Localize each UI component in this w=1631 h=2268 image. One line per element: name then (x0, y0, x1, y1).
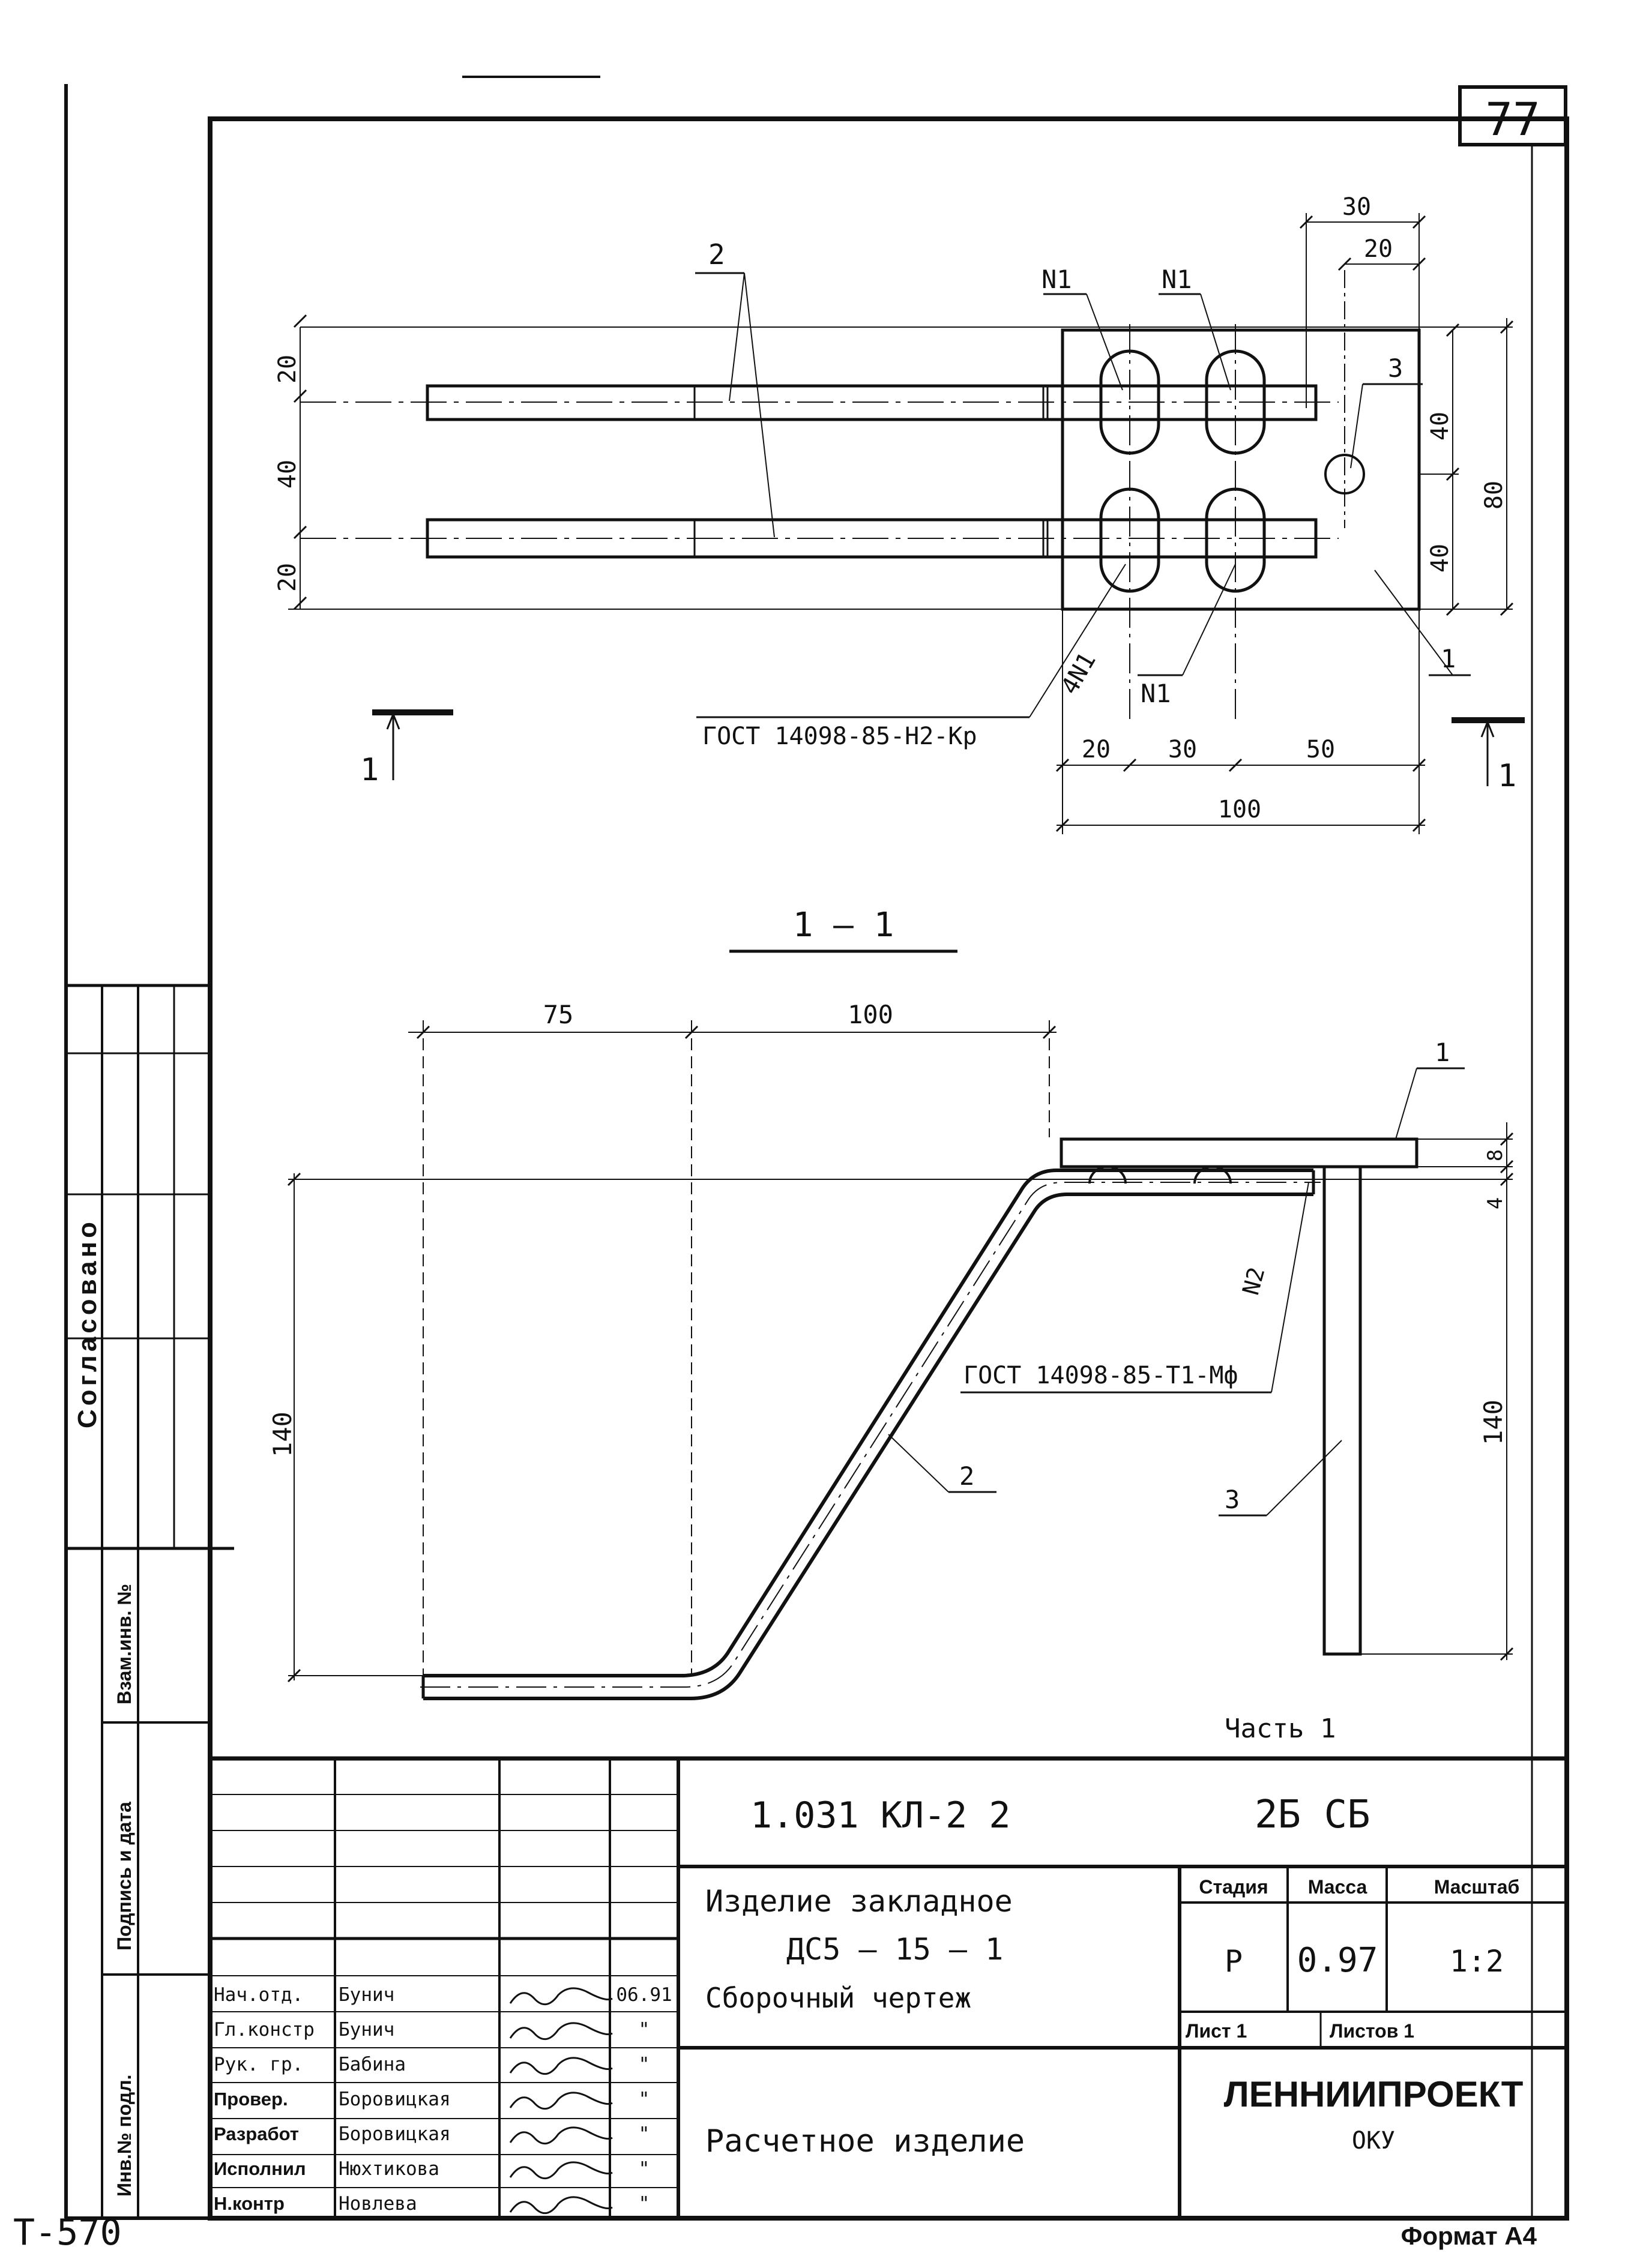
weld-spec-plan: ГОСТ 14098-85-Н2-Кр (702, 723, 977, 750)
signer-name: Бунич (339, 2019, 394, 2041)
signer-role: Рук. гр. (214, 2054, 303, 2075)
dim-20-top-small: 20 (1364, 235, 1393, 263)
plate-1-section (1060, 1137, 1418, 1169)
doc-suffix: 2Б СБ (1255, 1793, 1370, 1837)
dim-40-right-lower: 40 (1426, 544, 1454, 573)
signer-date: 06.91 (616, 1984, 672, 2006)
dim-100-section: 100 (848, 1000, 893, 1029)
signer-role: Исполнил (214, 2158, 306, 2179)
stage-label: Стадия (1199, 1876, 1268, 1898)
signer-date: " (639, 2158, 650, 2180)
signer-role: Н.контр (214, 2193, 285, 2214)
scale-label: Масштаб (1434, 1876, 1520, 1898)
dim-30-top: 30 (1342, 193, 1371, 221)
signer-role: Нач.отд. (214, 1984, 303, 2006)
dim-20-top: 20 (274, 355, 301, 384)
rod-3-section (1322, 1165, 1362, 1656)
signer-name: Бабина (339, 2054, 406, 2075)
signature-mark (509, 2161, 613, 2179)
dim-80-right: 80 (1480, 481, 1508, 510)
signer-name: Боровицкая (339, 2089, 451, 2110)
signer-date: " (639, 2019, 650, 2041)
dim-40-right-upper: 40 (1426, 412, 1454, 441)
side-strip: Согласовано Взам.инв. № Подпись и дата И… (64, 984, 234, 2220)
section-mark-right: 1 (1498, 758, 1516, 794)
signature-mark (509, 2092, 613, 2110)
dim-140-right: 140 (1479, 1400, 1508, 1445)
signer-role: Провер. (214, 2089, 288, 2110)
signer-role: Разработ (214, 2123, 299, 2144)
signer-name: Боровицкая (339, 2123, 451, 2145)
part-label: Часть 1 (1225, 1713, 1336, 1744)
mass-value: 0.97 (1297, 1941, 1378, 1980)
product-mark: ДС5 — 15 — 1 (786, 1932, 1003, 1967)
bar-2-bent-outer (423, 1169, 1313, 1677)
dim-50-bottom: 50 (1306, 736, 1335, 763)
signer-name: Бунич (339, 1984, 394, 2006)
signer-name: Новлева (339, 2193, 417, 2215)
sheets-label: Листов 1 (1330, 2020, 1414, 2042)
section-mark-left: 1 (360, 752, 379, 788)
replace-inv-label: Взам.инв. № (113, 1584, 135, 1704)
callout-pos-2-section: 2 (959, 1461, 974, 1491)
section-title: 1 — 1 (793, 906, 894, 945)
inv-orig-label: Инв.№ подл. (113, 2075, 135, 2197)
signer-date: " (639, 2054, 650, 2075)
dim-20-bottom: 20 (1082, 736, 1111, 763)
scale-value: 1:2 (1450, 1944, 1504, 1979)
dim-8: 8 (1483, 1149, 1507, 1161)
dim-75: 75 (543, 1000, 574, 1029)
signer-name: Нюхтикова (339, 2158, 439, 2180)
sheet-label: Лист 1 (1186, 2020, 1247, 2042)
plan-view: 20 40 20 30 20 40 40 80 (274, 193, 1525, 834)
signer-date: " (639, 2123, 650, 2145)
callout-n2: N2 (1237, 1265, 1270, 1298)
doc-code: 1.031 КЛ-2 2 (750, 1794, 1010, 1836)
signature-mark (509, 2126, 613, 2144)
callout-n1-a: N1 (1042, 265, 1072, 294)
callout-n1-c: N1 (1141, 679, 1171, 708)
format-label: Формат А4 (1401, 2222, 1537, 2250)
drawing-type: Сборочный чертеж (705, 1982, 971, 2014)
dim-40-mid: 40 (274, 460, 301, 489)
bar-2-bent-inner (423, 1193, 1313, 1700)
signer-date: " (639, 2089, 650, 2110)
section-view: 1 — 1 75 100 140 (268, 906, 1514, 1700)
product-name: Изделие закладное (705, 1884, 1013, 1919)
dim-30-bottom: 30 (1168, 736, 1197, 763)
callout-n1-b: N1 (1162, 265, 1192, 294)
dim-4: 4 (1483, 1197, 1507, 1209)
dept-name: ОКУ (1352, 2127, 1395, 2155)
callout-pos-3-section: 3 (1225, 1485, 1240, 1514)
callout-pos-2-plan: 2 (708, 238, 725, 271)
dim-100-bottom: 100 (1218, 796, 1261, 823)
signer-role: Гл.констр (214, 2019, 315, 2041)
mass-label: Масса (1308, 1876, 1367, 1898)
title-block: Часть 1 (208, 1713, 1569, 2221)
callout-pos-1-plan: 1 (1441, 644, 1456, 673)
signer-date: " (639, 2193, 650, 2215)
callout-pos-3-plan: 3 (1388, 353, 1403, 383)
org-name: ЛЕННИИПРОЕКТ (1224, 2074, 1524, 2114)
signature-mark (509, 2196, 613, 2214)
agreed-label: Согласовано (73, 1218, 102, 1428)
callout-pos-1-section: 1 (1435, 1038, 1450, 1067)
signature-mark (509, 2022, 613, 2040)
dim-20-bot: 20 (274, 563, 301, 592)
sheet-number: 77 (1485, 92, 1540, 146)
signature-mark (509, 2057, 613, 2075)
sheet-number-box: 77 (1458, 85, 1567, 146)
sign-date-label: Подпись и дата (113, 1802, 135, 1951)
dim-140-left: 140 (268, 1412, 297, 1457)
calc-note: Расчетное изделие (705, 2123, 1025, 2159)
weld-spec-section: ГОСТ 14098-85-Т1-Мф (963, 1362, 1238, 1389)
stage-value: Р (1225, 1944, 1243, 1979)
signature-mark (509, 1987, 613, 2005)
